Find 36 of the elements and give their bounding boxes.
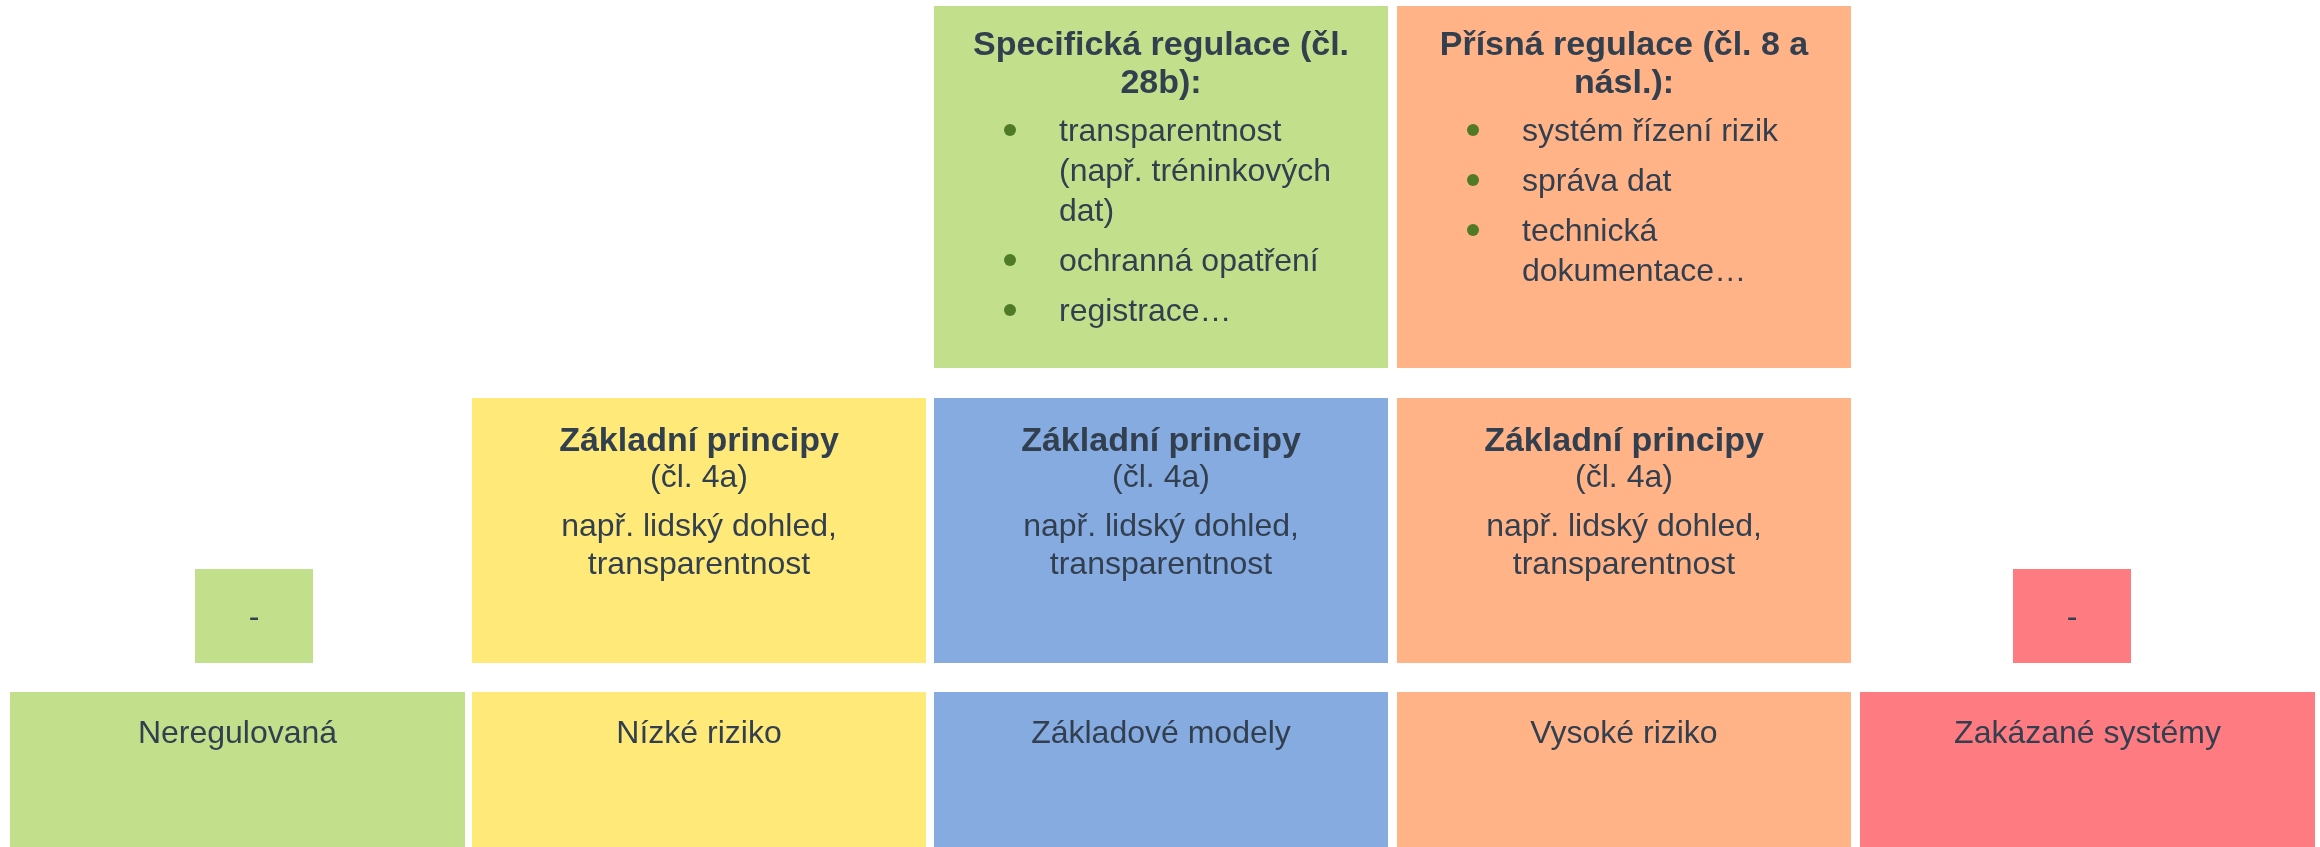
dash-text: - <box>2066 598 2078 634</box>
category-box <box>934 692 1388 847</box>
principles-card <box>934 398 1388 663</box>
regulation-card <box>1397 6 1851 368</box>
category-label: Vysoké riziko <box>1530 714 1718 750</box>
heading: Přísná regulace (čl. 8 a násl.): <box>1438 24 1810 100</box>
list-item: transparentnost (např. tréninkových dat) <box>1004 110 1358 230</box>
example-text: např. lidský dohled, transparentnost <box>1022 506 1300 582</box>
list-item: správa dat <box>1467 160 1821 200</box>
category-label: Základové modely <box>1031 714 1291 750</box>
article-reference: (čl. 4a) <box>650 458 748 494</box>
dash-text: - <box>248 598 260 634</box>
category-box <box>1397 692 1851 847</box>
category-label: Zakázané systémy <box>1954 714 2221 750</box>
example-text: např. lidský dohled, transparentnost <box>560 506 838 582</box>
category-label: Nízké riziko <box>616 714 782 750</box>
principles-card <box>1397 398 1851 663</box>
category-box <box>10 692 465 847</box>
empty-marker-box <box>195 569 313 663</box>
category-box <box>472 692 926 847</box>
list-item: registrace… <box>1004 290 1358 330</box>
article-reference: (čl. 4a) <box>1575 458 1673 494</box>
article-reference: (čl. 4a) <box>1112 458 1210 494</box>
regulation-card <box>934 6 1388 368</box>
heading: Specifická regulace (čl. 28b): <box>971 24 1351 100</box>
category-box <box>1860 692 2315 847</box>
list-item: systém řízení rizik <box>1467 110 1821 150</box>
example-text: např. lidský dohled, transparentnost <box>1485 506 1763 582</box>
principles-card <box>472 398 926 663</box>
list-item: ochranná opatření <box>1004 240 1358 280</box>
heading: Základní principy <box>1484 420 1764 458</box>
category-label: Neregulovaná <box>137 714 338 750</box>
heading: Základní principy <box>559 420 839 458</box>
list-item: technická dokumentace… <box>1467 210 1821 290</box>
empty-marker-box <box>2013 569 2131 663</box>
heading: Základní principy <box>1021 420 1301 458</box>
